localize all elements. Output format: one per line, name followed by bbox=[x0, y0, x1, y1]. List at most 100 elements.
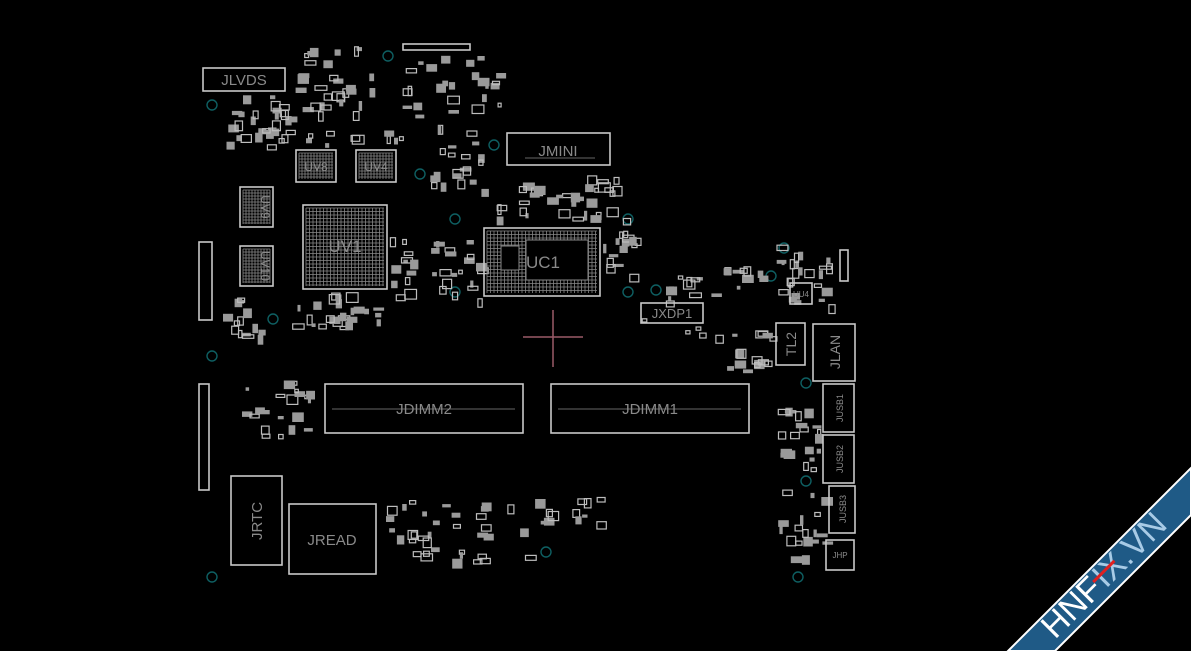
smd-pad bbox=[442, 278, 453, 290]
smd-pad bbox=[524, 554, 537, 561]
smd-pad bbox=[433, 241, 445, 247]
component-uv8[interactable]: UV8 bbox=[295, 149, 337, 183]
component-uv9[interactable]: UV9 bbox=[239, 186, 274, 228]
smd-pad bbox=[590, 215, 602, 223]
component-jmini[interactable]: JMINI bbox=[506, 132, 611, 166]
smd-pad bbox=[480, 524, 492, 532]
component-jusb3[interactable]: JUSB3 bbox=[828, 485, 856, 534]
left-connector-top[interactable] bbox=[198, 241, 213, 321]
component-jlan[interactable]: JLAN bbox=[812, 323, 856, 382]
component-uc1[interactable]: UC1 bbox=[483, 227, 601, 297]
smd-pad bbox=[478, 159, 484, 166]
mounting-hole bbox=[267, 313, 279, 325]
component-jxdp1[interactable]: JXDP1 bbox=[640, 302, 704, 324]
component-jlvds[interactable]: JLVDS bbox=[202, 67, 286, 92]
smd-pad bbox=[556, 194, 563, 199]
smd-pad bbox=[352, 110, 360, 121]
smd-pad bbox=[391, 265, 402, 274]
smd-pad bbox=[613, 176, 620, 185]
smd-pad bbox=[436, 83, 446, 93]
smd-pad bbox=[623, 230, 629, 239]
smd-pad bbox=[404, 277, 411, 286]
left-connector-bottom[interactable] bbox=[198, 383, 210, 491]
smd-pad bbox=[433, 171, 441, 181]
smd-pad bbox=[439, 269, 452, 277]
smd-pad bbox=[258, 329, 266, 336]
cursor-crosshair bbox=[523, 310, 583, 367]
component-jusb2[interactable]: JUSB2 bbox=[822, 434, 855, 484]
smd-pad bbox=[448, 82, 456, 90]
smd-pad bbox=[441, 55, 451, 64]
component-jdimm1[interactable]: JDIMM1 bbox=[550, 383, 750, 434]
smd-pad bbox=[237, 329, 243, 339]
component-tl2[interactable]: TL2 bbox=[775, 322, 806, 366]
smd-pad bbox=[329, 316, 341, 324]
smd-pad bbox=[314, 85, 328, 91]
smd-pad bbox=[776, 244, 789, 252]
smd-pad bbox=[688, 292, 702, 299]
smd-pad bbox=[448, 110, 459, 114]
smd-pad bbox=[606, 257, 614, 268]
smd-pad bbox=[779, 525, 783, 535]
smd-pad bbox=[286, 394, 299, 405]
smd-pad bbox=[619, 245, 628, 253]
smd-pad bbox=[311, 323, 316, 327]
smd-pad bbox=[582, 514, 588, 518]
smd-pad bbox=[279, 109, 287, 118]
component-jdimm2[interactable]: JDIMM2 bbox=[324, 383, 524, 434]
smd-pad bbox=[466, 240, 474, 245]
top-connector[interactable] bbox=[402, 43, 471, 51]
tl2-label: TL2 bbox=[783, 332, 799, 356]
smd-pad bbox=[250, 116, 256, 126]
smd-pad bbox=[629, 236, 637, 246]
smd-pad bbox=[798, 267, 803, 276]
smd-pad bbox=[825, 263, 833, 275]
smd-pad bbox=[742, 274, 754, 283]
smd-pad bbox=[290, 116, 298, 123]
smd-pad bbox=[386, 516, 395, 522]
smd-pad bbox=[507, 504, 515, 515]
smd-pad bbox=[233, 320, 241, 327]
smd-pad bbox=[789, 259, 795, 270]
component-uv10[interactable]: UV10 bbox=[239, 245, 274, 287]
smd-pad bbox=[270, 95, 276, 100]
component-jhp[interactable]: JHP bbox=[825, 539, 855, 571]
smd-pad bbox=[814, 511, 821, 518]
smd-pad bbox=[320, 104, 332, 111]
mounting-hole bbox=[414, 168, 426, 180]
smd-pad bbox=[475, 513, 487, 520]
component-uu4[interactable]: UU4 bbox=[789, 282, 813, 305]
smd-pad bbox=[451, 291, 459, 301]
smd-pad bbox=[431, 182, 438, 190]
watermark-text-b: IX.VN bbox=[1085, 505, 1175, 595]
component-uv4[interactable]: UV4 bbox=[355, 149, 397, 183]
smd-pad bbox=[802, 528, 809, 538]
smd-pad bbox=[778, 289, 789, 296]
smd-pad bbox=[243, 308, 252, 319]
smd-pad bbox=[302, 107, 314, 113]
component-jread[interactable]: JREAD bbox=[288, 503, 377, 575]
smd-pad bbox=[477, 77, 490, 87]
smd-pad bbox=[271, 128, 280, 137]
small-components bbox=[223, 46, 836, 569]
smd-pad bbox=[278, 433, 284, 440]
smd-pad bbox=[533, 185, 546, 195]
smd-pad bbox=[292, 323, 305, 330]
smd-pad bbox=[422, 537, 432, 549]
smd-pad bbox=[325, 315, 335, 323]
smd-pad bbox=[447, 95, 461, 105]
component-jrtc[interactable]: JRTC bbox=[230, 475, 283, 566]
right-connector[interactable] bbox=[839, 249, 849, 282]
component-jusb1[interactable]: JUSB1 bbox=[822, 383, 855, 433]
smd-pad bbox=[340, 312, 347, 322]
smd-pad bbox=[358, 101, 363, 111]
smd-pad bbox=[451, 512, 461, 518]
mounting-hole bbox=[800, 377, 812, 389]
smd-pad bbox=[597, 179, 609, 185]
smd-pad bbox=[586, 198, 598, 208]
smd-pad bbox=[431, 248, 440, 254]
smd-pad bbox=[292, 412, 304, 422]
component-uv1[interactable]: UV1 bbox=[302, 204, 388, 290]
smd-pad bbox=[307, 395, 311, 404]
